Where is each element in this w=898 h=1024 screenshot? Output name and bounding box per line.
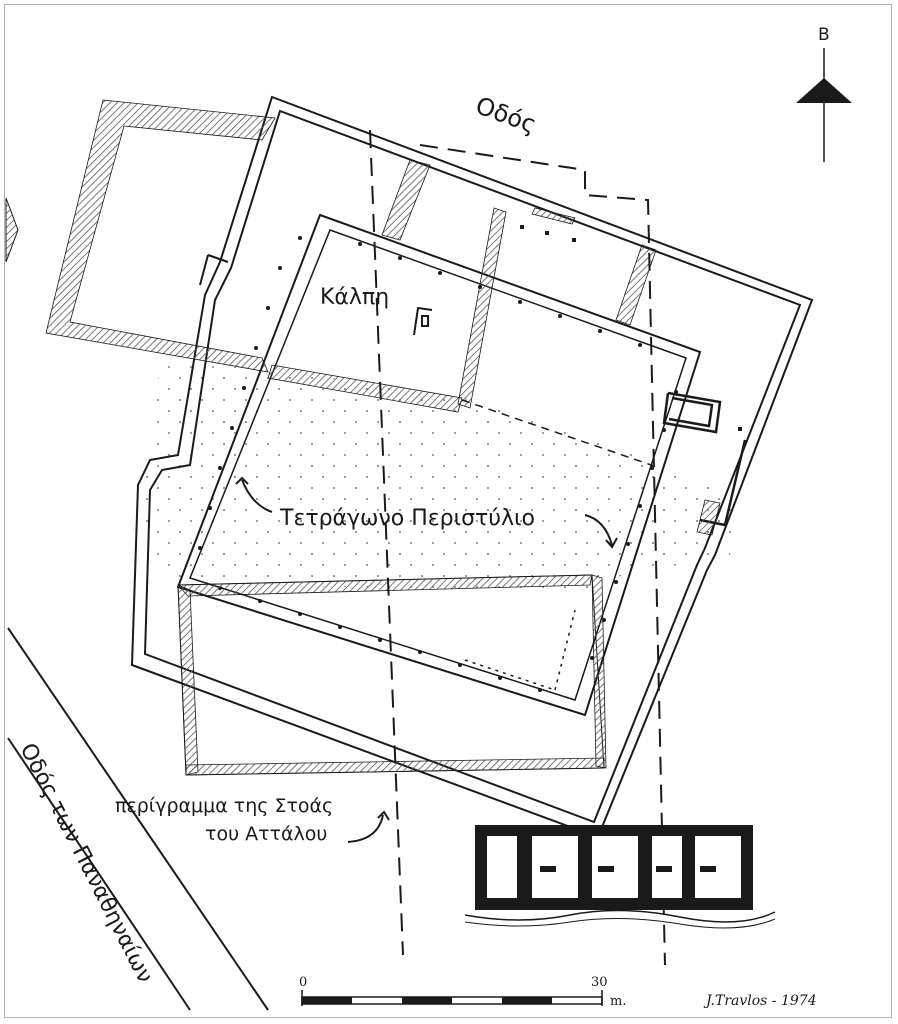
panathenaic-road-lines — [7, 627, 269, 1011]
north-label: B — [818, 25, 830, 45]
east-annex — [662, 391, 747, 536]
dotted-courtyard — [140, 365, 740, 590]
dashed-axis-lines — [369, 129, 666, 966]
scale-end: 30 — [591, 975, 608, 990]
label-arrows — [235, 476, 618, 843]
peristyle-label: Τετράγωνο Περιστύλιο — [279, 506, 535, 531]
west-hatched-building — [45, 99, 276, 373]
street-label: Οδός — [472, 91, 540, 139]
stoa-of-attalos-outline — [177, 574, 607, 776]
kalpi-label: Κάλπη — [320, 285, 389, 310]
north-arrow: B — [796, 25, 852, 162]
stoa-outline-label-line2: του Αττάλου — [205, 823, 327, 845]
stoa-outline-label-line1: περίγραμμα της Στοάς — [115, 795, 333, 817]
scale-unit: m. — [610, 994, 626, 1009]
shops-building — [464, 825, 776, 929]
west-edge-fragment — [5, 197, 19, 263]
kalpi-marker — [413, 306, 433, 336]
panathenaic-way-label: Οδός των Παναθηναίων — [15, 739, 158, 987]
credit-label: J.Travlos - 1974 — [703, 993, 817, 1009]
inner-room-walls — [267, 159, 661, 469]
outer-building-outline — [130, 95, 814, 840]
scale-bar: 0 30 m. — [299, 975, 626, 1009]
scale-start: 0 — [299, 975, 307, 990]
